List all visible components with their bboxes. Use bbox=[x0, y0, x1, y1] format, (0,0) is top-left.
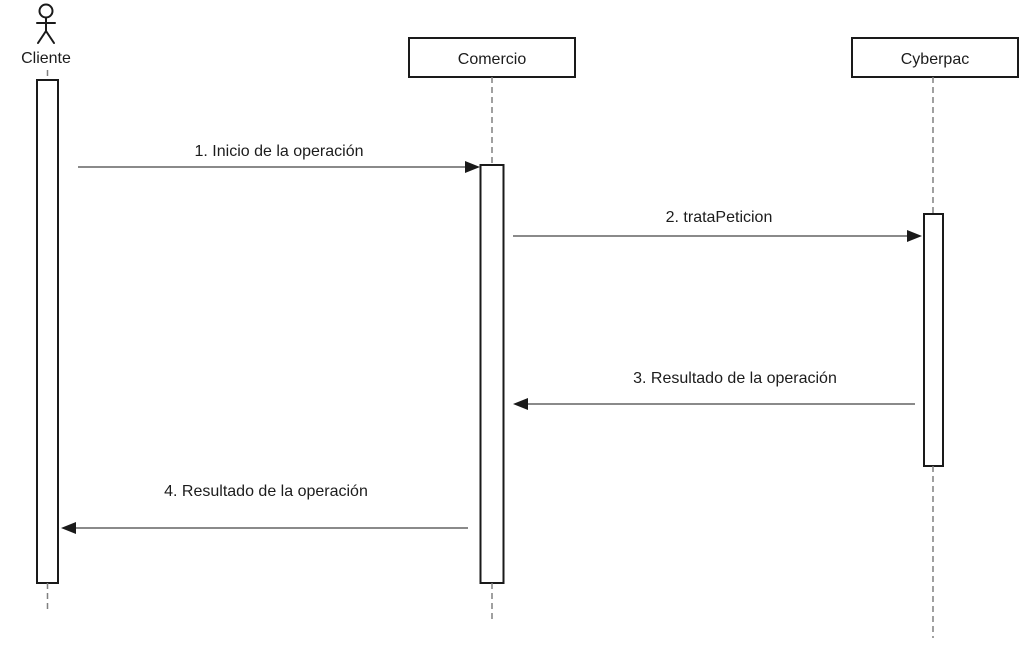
participant-label-cliente: Cliente bbox=[21, 50, 71, 67]
actor-icon bbox=[36, 3, 56, 44]
message-1-arrowhead bbox=[465, 161, 480, 173]
message-2-label: 2. trataPeticion bbox=[666, 209, 773, 226]
message-3-label: 3. Resultado de la operación bbox=[633, 370, 837, 387]
activation-bar-comercio bbox=[479, 164, 505, 584]
message-4-arrowhead bbox=[61, 522, 76, 534]
message-2-arrowhead bbox=[907, 230, 922, 242]
participant-label-comercio: Comercio bbox=[458, 51, 527, 68]
message-1-label: 1. Inicio de la operación bbox=[195, 143, 364, 160]
activation-bar-cyberpac bbox=[923, 213, 944, 467]
participant-box-comercio bbox=[408, 37, 576, 78]
participant-box-cyberpac bbox=[851, 37, 1019, 78]
participant-label-cyberpac: Cyberpac bbox=[901, 51, 969, 68]
message-3-arrowhead bbox=[513, 398, 528, 410]
activation-bar-cliente bbox=[36, 79, 59, 584]
message-4-label: 4. Resultado de la operación bbox=[164, 483, 368, 500]
